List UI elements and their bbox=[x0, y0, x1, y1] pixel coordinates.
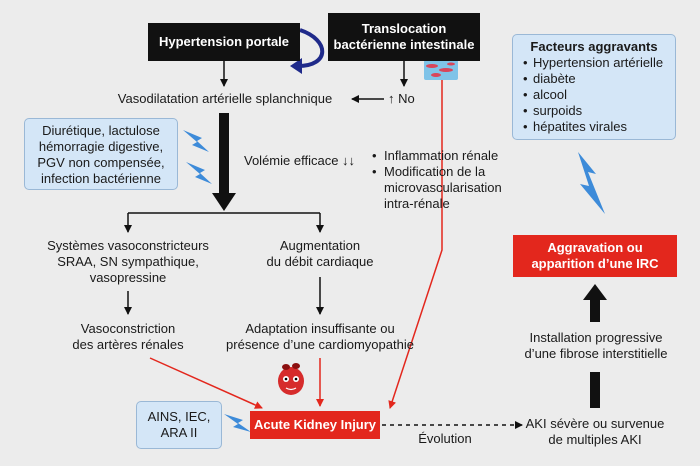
hypertension-portale-label: Hypertension portale bbox=[158, 34, 290, 49]
translocation-label-line2: bactérienne intestinale bbox=[333, 37, 475, 52]
aggravation-label-line1: Aggravation ou bbox=[547, 240, 643, 255]
systemes-line: SRAA, SN sympathique, bbox=[57, 254, 199, 269]
systemes-line: Systèmes vasoconstricteurs bbox=[47, 238, 209, 253]
ains-line: ARA II bbox=[160, 425, 198, 440]
adaptation-text: Adaptation insuffisante ou présence d’un… bbox=[222, 321, 418, 353]
ains-line: AINS, IEC, bbox=[147, 409, 211, 424]
volemie-text: Volémie efficace ↓↓ bbox=[244, 153, 356, 168]
lightning-bolt-icon bbox=[186, 162, 212, 184]
adaptation-line: Adaptation insuffisante ou bbox=[245, 321, 395, 336]
curved-arrow-icon bbox=[297, 28, 325, 68]
adaptation-line: présence d’une cardiomyopathie bbox=[226, 337, 414, 352]
aki-severe-line: AKI sévère ou survenue bbox=[525, 416, 665, 431]
bacteria-icon bbox=[424, 60, 458, 80]
facteurs-box: Facteurs aggravants Hypertension artérie… bbox=[512, 34, 676, 140]
red-arrow-vasoconstriction-to-aki bbox=[149, 357, 263, 409]
evolution-text: Évolution bbox=[418, 431, 472, 446]
facteurs-item: hépatites virales bbox=[523, 119, 665, 135]
ains-box: AINS, IEC, ARA II bbox=[136, 401, 222, 449]
aggravation-box: Aggravation ou apparition d’une IRC bbox=[513, 235, 677, 277]
inflammation-item-continuation: microvascularisation bbox=[384, 180, 502, 195]
aki-box: Acute Kidney Injury bbox=[250, 411, 380, 439]
no-text: ↑ No bbox=[388, 91, 415, 106]
lightning-bolt-icon bbox=[224, 414, 251, 432]
facteurs-item: Hypertension artérielle bbox=[523, 55, 665, 71]
diuretique-box: Diurétique, lactulose hémorragie digesti… bbox=[24, 118, 178, 190]
inflammation-item-continuation: intra-rénale bbox=[384, 196, 450, 211]
thick-arrow-up-aki-severe bbox=[590, 372, 600, 408]
vasoconstriction-text: Vasoconstriction des artères rénales bbox=[48, 321, 208, 353]
translocation-box: Translocation bactérienne intestinale bbox=[328, 13, 480, 61]
augmentation-text: Augmentation du débit cardiaque bbox=[250, 238, 390, 270]
installation-line: d’une fibrose interstitielle bbox=[524, 346, 668, 361]
inflammation-item: •Inflammation rénale bbox=[372, 148, 499, 163]
vasoconstriction-line: Vasoconstriction bbox=[80, 321, 176, 336]
hypertension-portale-box: Hypertension portale bbox=[148, 23, 300, 61]
systemes-line: vasopressine bbox=[89, 270, 167, 285]
facteurs-item: surpoids bbox=[523, 103, 665, 119]
facteurs-item: diabète bbox=[523, 71, 665, 87]
heart-character-icon bbox=[278, 363, 304, 395]
inflammation-item: •Modification de la bbox=[372, 164, 486, 179]
inflammation-list: •Inflammation rénale •Modification de la… bbox=[372, 148, 522, 212]
augmentation-line: Augmentation bbox=[279, 238, 361, 253]
thick-arrow-volemie bbox=[212, 113, 236, 211]
diuretique-line: Diurétique, lactulose bbox=[42, 123, 160, 138]
facteurs-list: Hypertension artérielle diabète alcool s… bbox=[523, 55, 665, 135]
diuretique-line: PGV non compensée, bbox=[37, 155, 165, 170]
installation-line: Installation progressive bbox=[529, 330, 663, 345]
translocation-label-line1: Translocation bbox=[361, 21, 447, 36]
systemes-text: Systèmes vasoconstricteurs SRAA, SN symp… bbox=[38, 238, 218, 286]
installation-text: Installation progressive d’une fibrose i… bbox=[514, 330, 678, 362]
lightning-bolt-icon bbox=[578, 152, 605, 214]
aggravation-label-line2: apparition d’une IRC bbox=[531, 256, 659, 271]
diuretique-line: hémorragie digestive, bbox=[38, 139, 164, 154]
curved-arrow-head bbox=[290, 58, 302, 74]
aki-label: Acute Kidney Injury bbox=[253, 417, 377, 432]
vasoconstriction-line: des artères rénales bbox=[72, 337, 184, 352]
diuretique-line: infection bactérienne bbox=[41, 171, 161, 186]
red-arrow-translocation-to-aki bbox=[388, 60, 443, 409]
aki-severe-line: de multiples AKI bbox=[548, 432, 642, 447]
thick-arrow-up-installation bbox=[583, 284, 607, 322]
facteurs-title: Facteurs aggravants bbox=[530, 39, 658, 54]
vasodilatation-text: Vasodilatation artérielle splanchnique bbox=[117, 91, 333, 106]
facteurs-item: alcool bbox=[523, 87, 665, 103]
augmentation-line: du débit cardiaque bbox=[266, 254, 374, 269]
aki-severe-text: AKI sévère ou survenue de multiples AKI bbox=[520, 416, 670, 448]
lightning-bolt-icon bbox=[183, 130, 209, 152]
